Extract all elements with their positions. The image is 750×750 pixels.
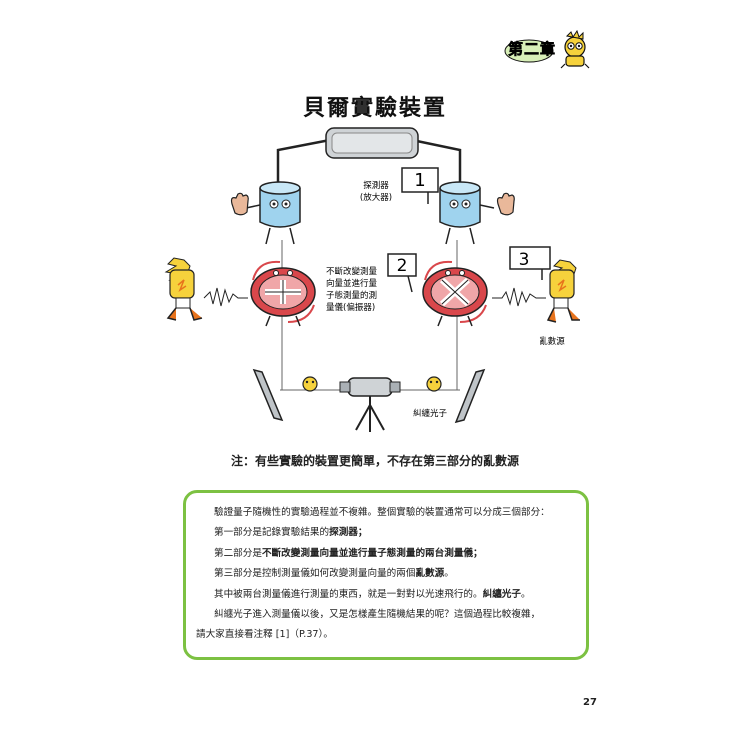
polarizer-right	[422, 260, 488, 327]
photon-right-icon	[426, 376, 442, 392]
mirror-right	[454, 368, 486, 424]
amplifier-box	[325, 127, 419, 159]
info-paragraph-4: 第三部分是控制測量儀如何改變測量向量的兩個亂數源。	[214, 568, 454, 580]
glove-left-icon	[230, 192, 249, 216]
polarizer-left	[250, 260, 316, 327]
info-paragraph-6: 糾纏光子進入測量儀以後，又是怎樣產生隨機結果的呢？這個過程比較複雜，	[214, 609, 541, 621]
glove-right-icon	[496, 192, 515, 216]
mirror-left	[252, 368, 284, 422]
detector-label-line2: (放大器)	[360, 192, 392, 203]
sign-2-number: 2	[397, 256, 408, 276]
analyzer-label-line1: 不斷改變測量	[326, 266, 378, 277]
detector-cable	[276, 138, 462, 185]
info-text: 驗證量子隨機性的實驗過程並不複雜。整個實驗的裝置通常可以分成三個部分： 第一部分…	[196, 503, 581, 646]
page-title: 貝爾實驗裝置	[302, 96, 447, 121]
random-source-right	[546, 259, 580, 323]
diagram-note: 注：有些實驗的裝置更簡單，不存在第三部分的亂數源	[230, 454, 519, 468]
sign-1: 1	[401, 167, 439, 204]
sign-3-number: 3	[519, 250, 530, 270]
info-paragraph-3: 第二部分是不斷改變測量向量並進行量子態測量的兩台測量儀；	[214, 547, 483, 559]
bell-experiment-diagram: 1 探測器 (放大器) 不斷改變測量 向量並進行量 子態測量的測 量儀(偏振器)…	[164, 127, 580, 432]
analyzer-label-line2: 向量並進行量	[326, 278, 378, 289]
detector-label-line1: 探測器	[363, 180, 389, 191]
detector-left	[245, 181, 301, 245]
detector-right	[439, 181, 495, 245]
analyzer-label-line4: 量儀(偏振器)	[326, 302, 375, 313]
random-source-left	[164, 257, 203, 321]
info-box	[183, 490, 589, 660]
photon-source	[339, 377, 401, 432]
random-source-label: 亂數源	[539, 336, 565, 347]
photon-left-icon	[302, 376, 318, 392]
noise-signal-left	[203, 287, 248, 307]
sign-3: 3	[509, 246, 551, 280]
info-paragraph-1: 驗證量子隨機性的實驗過程並不複雜。整個實驗的裝置通常可以分成三個部分：	[214, 507, 550, 518]
analyzer-label-line3: 子態測量的測	[326, 290, 377, 301]
info-paragraph-7: 請大家直接看注釋 [1]（P.37）。	[196, 629, 333, 641]
sign-1-number: 1	[414, 170, 425, 191]
sign-2: 2	[387, 253, 417, 293]
info-paragraph-2: 第一部分是記錄實驗結果的探測器；	[214, 527, 368, 539]
mascot-icon	[560, 30, 590, 69]
chapter-badge-bg	[504, 39, 554, 63]
chapter-badge	[504, 30, 590, 69]
chapter-label: 第二章	[508, 40, 557, 59]
entangled-photon-label: 糾纏光子	[413, 408, 448, 419]
page-number: 27	[583, 697, 597, 708]
info-paragraph-5: 其中被兩台測量儀進行測量的東西，就是一對對以光速飛行的。糾纏光子。	[214, 588, 531, 600]
noise-signal-right	[492, 287, 546, 307]
